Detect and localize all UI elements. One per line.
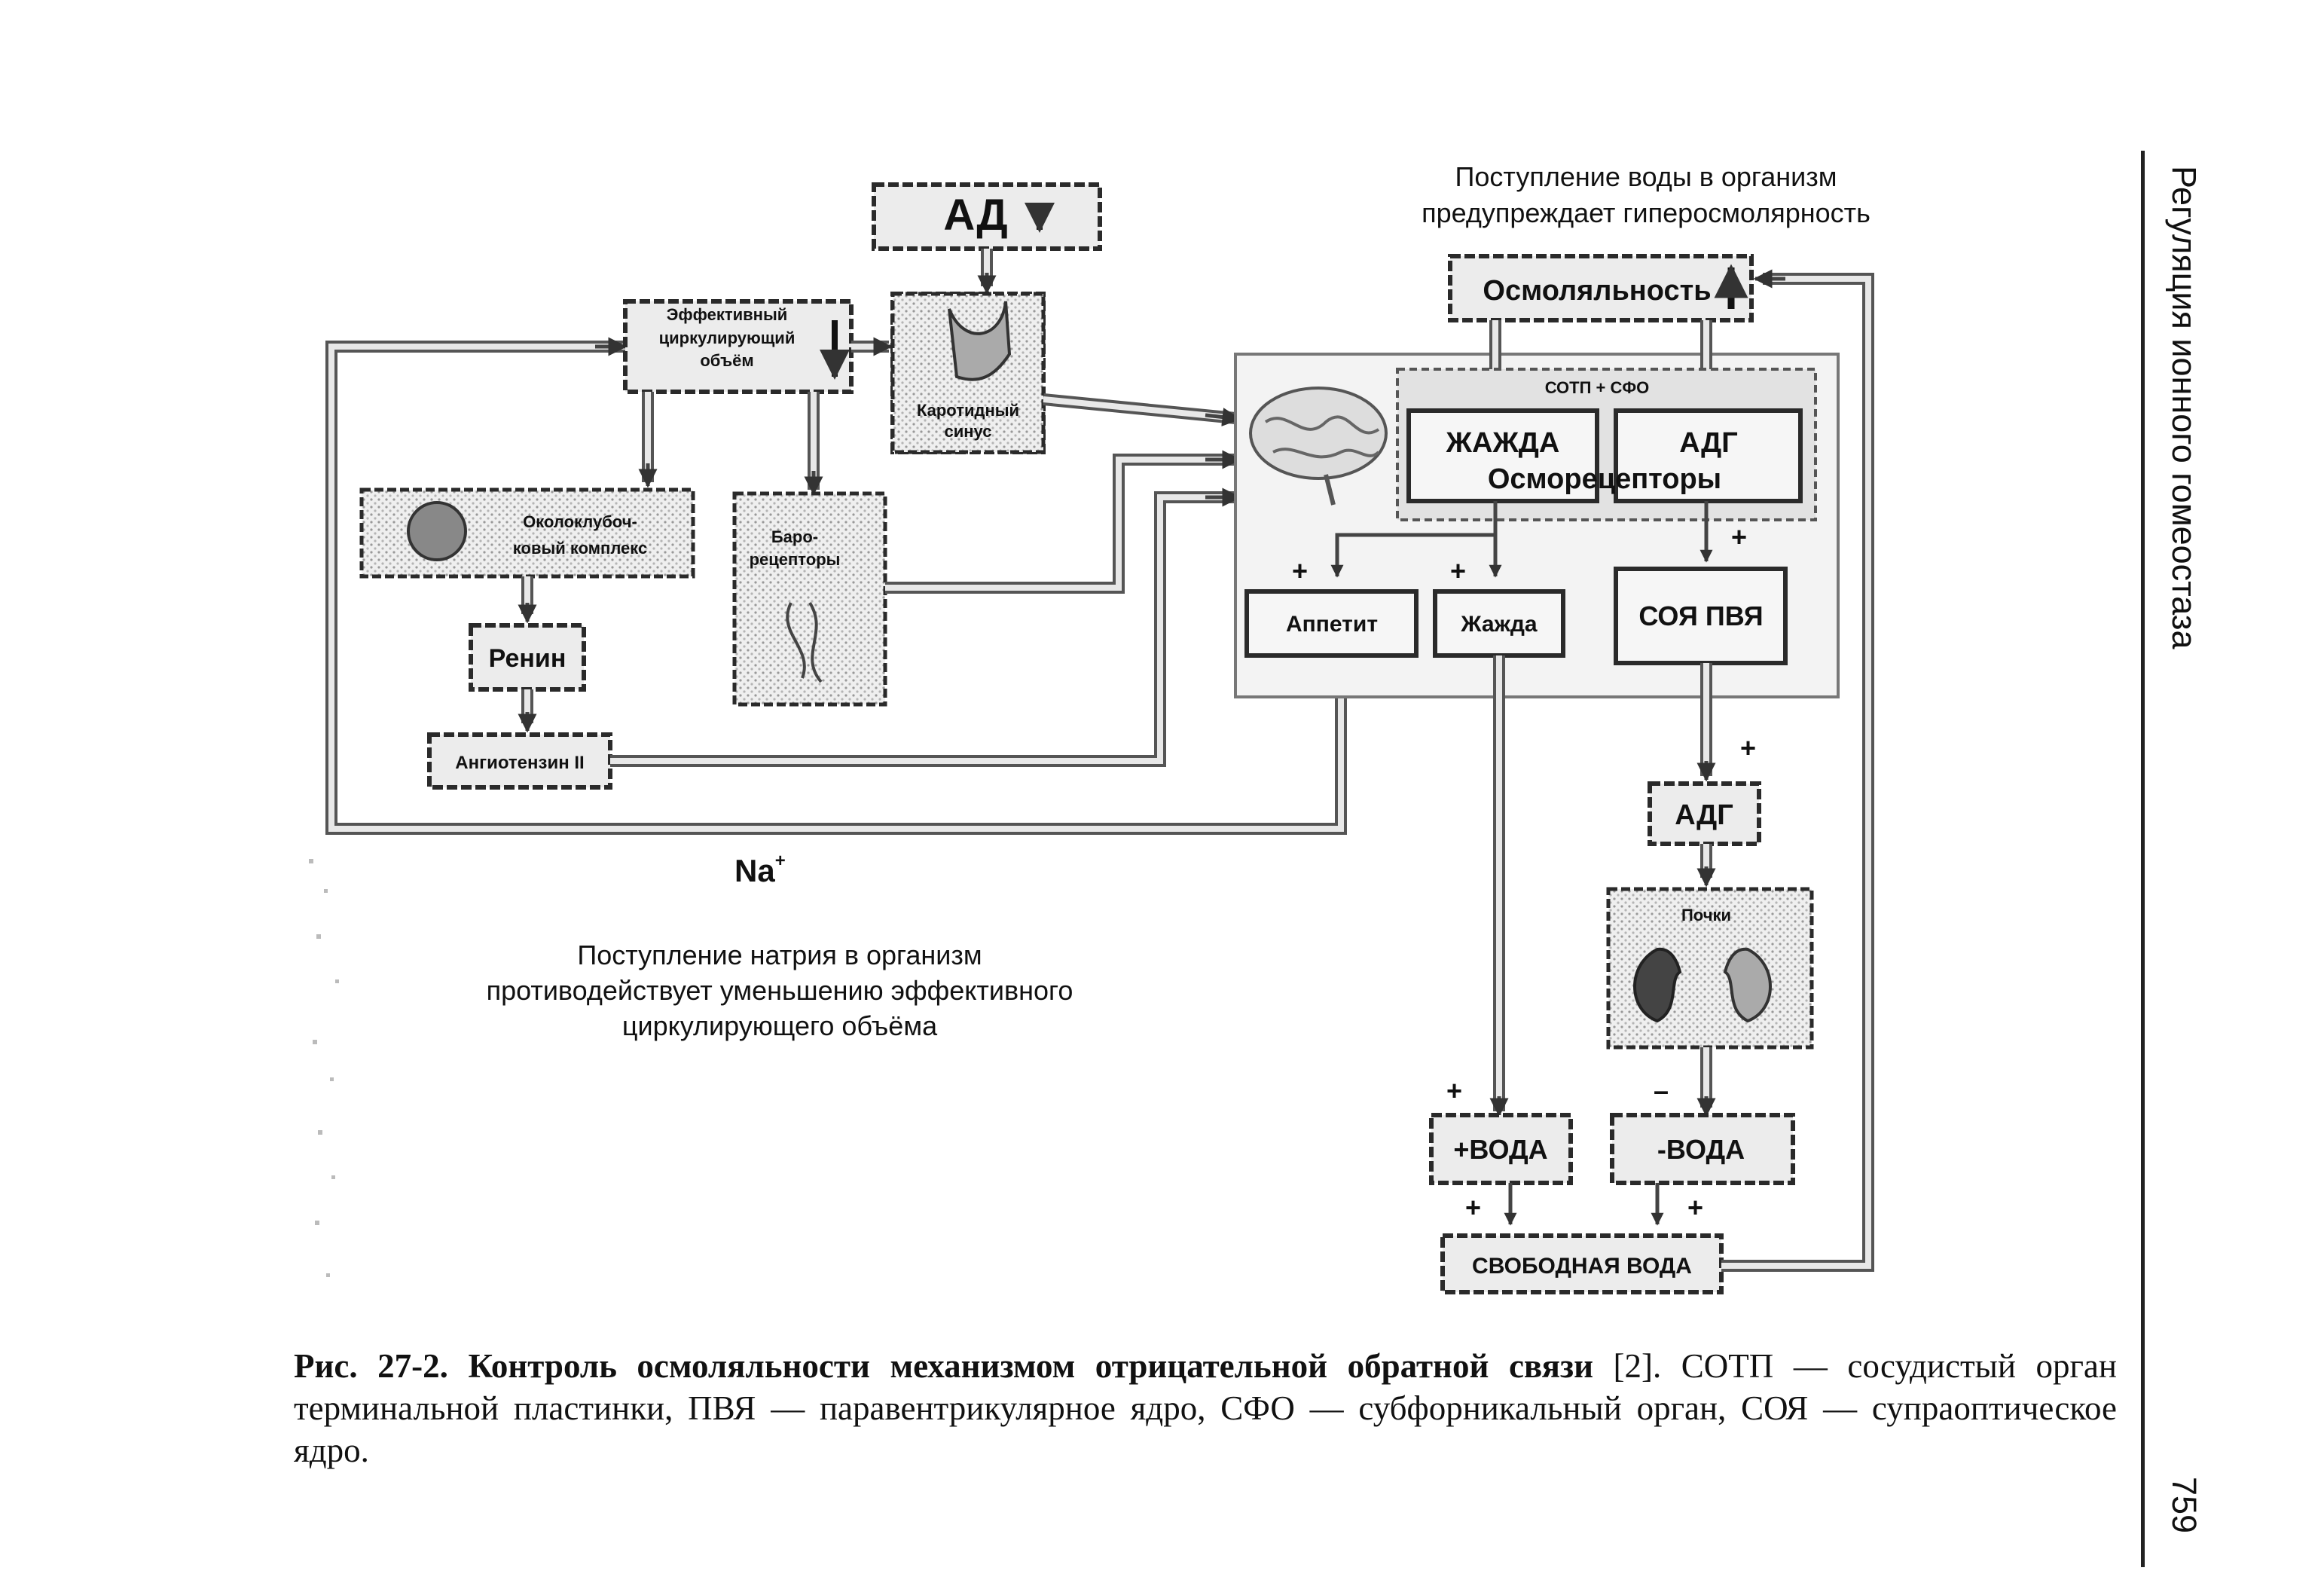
osmolality-box [1448, 254, 1754, 322]
thirst-upper-box [1406, 408, 1599, 503]
sodium-note-line-3: циркулирующего объёма [622, 1010, 938, 1041]
angiotensin-label: Ангиотензин II [455, 753, 584, 773]
running-header-rule [2141, 151, 2145, 1567]
adg-upper-label: АДГ [1679, 427, 1737, 459]
adg-upper-box [1614, 408, 1803, 503]
baroreceptors-illustration-icon [786, 601, 823, 683]
adg-label: АДГ [1675, 799, 1733, 831]
plus-sign: + [1740, 732, 1756, 763]
appetite-box [1244, 589, 1419, 658]
plus-sign: + [1731, 521, 1747, 552]
plus-sign: + [1292, 555, 1308, 586]
running-header: Регуляция ионного гомеостаза [2165, 166, 2203, 649]
effective-volume-line-2: циркулирующий [659, 329, 796, 347]
renin-box [469, 623, 586, 692]
kidneys-illustration-icon [1633, 947, 1772, 1023]
effective-volume-line-3: объём [700, 351, 753, 370]
figure-caption: Рис. 27-2. Контроль осмоляльности механи… [294, 1345, 2117, 1471]
osmolality-label: Осмоляльность [1483, 275, 1711, 307]
plus-sign: + [1465, 1192, 1481, 1223]
sodium-note-line-1: Поступление натрия в организм [577, 940, 982, 970]
carotid-illustration-icon [948, 301, 1012, 381]
effective-volume-box [623, 299, 854, 394]
thirst-label: Жажда [1460, 612, 1537, 637]
adg-box [1648, 781, 1761, 846]
plus-water-box [1429, 1113, 1573, 1185]
minus-water-box [1610, 1113, 1795, 1185]
sodium-note-line-2: противодействует уменьшению эффективного [487, 975, 1073, 1006]
renin-label: Ренин [489, 644, 566, 673]
blood-pressure-label: АД [943, 191, 1007, 240]
water-note-line-2: предупреждает гиперосмолярность [1422, 197, 1870, 228]
caption-body: [2]. СОТП — сосудистый орган терминально… [294, 1347, 2117, 1469]
sodium-label: Na+ [734, 851, 786, 888]
carotid-sinus-line-1: Каротидный [917, 401, 1019, 420]
plus-sign: + [1687, 1192, 1703, 1223]
plus-sign: + [1446, 1075, 1462, 1106]
brain-icon [1249, 387, 1388, 506]
sotp-sfo-label: СОТП + СФО [1545, 378, 1650, 397]
osmoreceptors-label: Осморецепторы [1488, 463, 1721, 495]
carotid-sinus-line-2: синус [945, 422, 992, 441]
angiotensin-box [427, 732, 612, 790]
minus-sign: – [1654, 1075, 1669, 1106]
minus-water-label: -ВОДА [1657, 1134, 1745, 1165]
effective-volume-line-1: Эффективный [667, 305, 788, 324]
juxtaglomerular-illustration-icon [407, 501, 467, 561]
plus-water-label: +ВОДА [1453, 1134, 1547, 1165]
appetite-label: Аппетит [1286, 612, 1378, 637]
soya-pvya-label: СОЯ ПВЯ [1638, 600, 1763, 631]
plus-sign: + [1450, 555, 1466, 586]
kidneys-label: Почки [1681, 906, 1731, 924]
juxtaglomerular-line-1: Околоклубоч- [523, 512, 637, 531]
scan-noise [309, 859, 339, 1277]
free-water-label: СВОБОДНАЯ ВОДА [1472, 1254, 1692, 1279]
thirst-upper-label: ЖАЖДА [1446, 427, 1560, 459]
baroreceptors-line-2: рецепторы [750, 550, 841, 569]
baroreceptors-line-1: Баро- [771, 527, 818, 546]
page-number: 759 [2165, 1477, 2203, 1534]
juxtaglomerular-line-2: ковый комплекс [513, 539, 647, 558]
baroreceptors-box [732, 491, 887, 707]
caption-title: Рис. 27-2. Контроль осмоляльности механи… [294, 1347, 1593, 1385]
water-note-line-1: Поступление воды в организм [1455, 161, 1837, 192]
sodium-superscript: + [775, 851, 786, 871]
